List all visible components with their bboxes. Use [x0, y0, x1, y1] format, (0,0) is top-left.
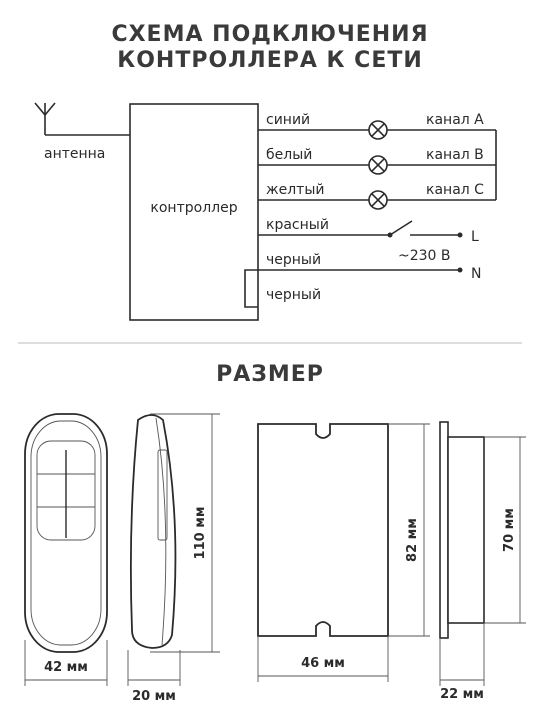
lamp-icon-a	[368, 120, 388, 140]
controller-side-drawing	[439, 421, 485, 639]
channel-label-c: канал C	[426, 182, 484, 198]
lamp-icon-c	[368, 190, 388, 210]
controller-side-height-label: 70 мм	[502, 508, 517, 552]
diagram-title-line2: КОНТРОЛЛЕРА К СЕТИ	[117, 48, 423, 73]
wire-label-blue: синий	[266, 112, 310, 128]
channel-label-a: канал A	[426, 112, 484, 128]
controller-width-dimension	[257, 636, 389, 682]
remote-height-label: 110 мм	[193, 507, 208, 560]
remote-side-drawing	[129, 414, 177, 649]
remote-depth-label: 20 мм	[132, 689, 176, 704]
line-l-label: L	[471, 229, 479, 245]
remote-width-dimension	[24, 640, 108, 686]
controller-height-dimension	[388, 423, 430, 637]
controller-depth-label: 22 мм	[440, 687, 484, 702]
controller-height-label: 82 мм	[405, 518, 420, 562]
wire-label-red: красный	[266, 217, 329, 233]
antenna-icon	[34, 102, 130, 136]
wire-black-2-loop	[244, 269, 258, 308]
wire-label-yellow: желтый	[266, 182, 324, 198]
controller-label: контроллер	[150, 200, 237, 216]
controller-side-height-dimension	[484, 436, 526, 624]
wire-label-black-1: черный	[266, 252, 321, 268]
wire-label-black-2: черный	[266, 287, 321, 303]
remote-width-label: 42 мм	[44, 660, 88, 675]
switch-icon	[389, 220, 413, 236]
diagram-title-line1: СХЕМА ПОДКЛЮЧЕНИЯ	[111, 22, 429, 47]
channel-label-b: канал B	[426, 147, 484, 163]
size-section-title: РАЗМЕР	[216, 362, 324, 387]
voltage-label: ~230 В	[398, 248, 451, 264]
controller-depth-dimension	[439, 623, 485, 686]
controller-width-label: 46 мм	[301, 656, 345, 671]
remote-height-dimension	[150, 413, 220, 653]
remote-front-drawing	[24, 413, 108, 653]
antenna-label: антенна	[44, 146, 105, 162]
line-n-label: N	[471, 266, 481, 282]
lamp-icon-b	[368, 155, 388, 175]
controller-box	[129, 103, 259, 321]
remote-depth-dimension	[127, 650, 181, 686]
wire-label-white: белый	[266, 147, 312, 163]
controller-front-drawing	[257, 423, 389, 637]
